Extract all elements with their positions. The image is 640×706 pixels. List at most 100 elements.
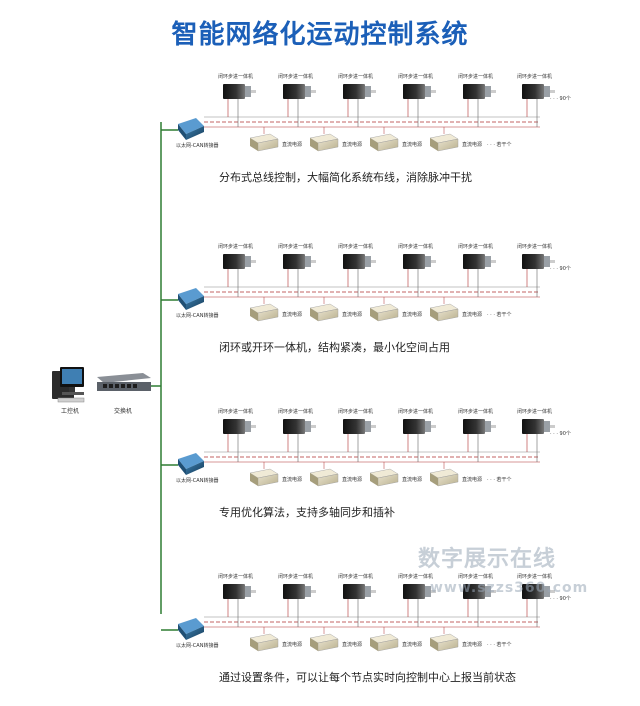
- node-row: 以太网-CAN转接器 闭环步进一体机 闭环步进一体机 闭环步进一体机 闭环步进一体机 闭环…: [161, 408, 571, 487]
- motor-label: 闭环步进一体机: [458, 73, 493, 80]
- dc-power-supply-icon: [249, 627, 279, 652]
- psu-label: 直流电源: [282, 641, 302, 648]
- psu-label: 直流电源: [342, 311, 362, 318]
- psu-label: 直流电源: [402, 311, 422, 318]
- motor-label: 闭环步进一体机: [278, 408, 313, 415]
- motor-label: 闭环步进一体机: [398, 243, 433, 250]
- gateway-label: 以太网-CAN转接器: [176, 642, 218, 649]
- row-caption: 专用优化算法，支持多轴同步和插补: [219, 506, 395, 519]
- motor-label: 闭环步进一体机: [517, 243, 552, 250]
- dc-power-supply-icon: [369, 127, 399, 152]
- motor-label: 闭环步进一体机: [458, 408, 493, 415]
- motor-label: 闭环步进一体机: [218, 408, 253, 415]
- motor-label: 闭环步进一体机: [218, 73, 253, 80]
- stepper-motor-icon: [283, 254, 316, 297]
- dc-power-supply-icon: [369, 297, 399, 322]
- network-switch-icon: [97, 373, 151, 391]
- gateway-label: 以太网-CAN转接器: [176, 477, 218, 484]
- motor-label: 闭环步进一体机: [398, 408, 433, 415]
- psu-count-label: · · · 若干个: [487, 311, 512, 318]
- motor-count-label: · · · 90个: [550, 431, 571, 437]
- motor-count-label: · · · 90个: [550, 266, 571, 272]
- psu-label: 直流电源: [462, 141, 482, 148]
- motor-count-label: · · · 90个: [550, 596, 571, 602]
- ethernet-can-gateway-icon: [178, 618, 204, 640]
- dc-power-supply-icon: [309, 297, 339, 322]
- switch-label: 交换机: [114, 407, 132, 415]
- row-caption: 分布式总线控制，大幅简化系统布线，消除脉冲干扰: [219, 171, 472, 184]
- industrial-pc-icon: [52, 367, 85, 403]
- stepper-motor-icon: [463, 584, 496, 627]
- dc-power-supply-icon: [429, 627, 459, 652]
- motor-count-label: · · · 90个: [550, 96, 571, 102]
- stepper-motor-icon: [403, 584, 436, 627]
- stepper-motor-icon: [223, 254, 256, 297]
- stepper-motor-icon: [463, 419, 496, 462]
- motor-label: 闭环步进一体机: [278, 243, 313, 250]
- psu-label: 直流电源: [462, 311, 482, 318]
- dc-power-supply-icon: [429, 127, 459, 152]
- psu-count-label: · · · 若干个: [487, 641, 512, 648]
- stepper-motor-icon: [522, 419, 555, 462]
- row-caption: 闭环或开环一体机，结构紧凑，最小化空间占用: [219, 341, 450, 354]
- stepper-motor-icon: [343, 254, 376, 297]
- psu-label: 直流电源: [402, 476, 422, 483]
- motor-label: 闭环步进一体机: [398, 73, 433, 80]
- psu-count-label: · · · 若干个: [487, 476, 512, 483]
- psu-label: 直流电源: [342, 476, 362, 483]
- node-row: 以太网-CAN转接器闭环步进一体机闭环步进一体机闭环步进一体机闭环步进一体机闭环…: [161, 243, 571, 322]
- watermark-url: www.szzs360.com: [430, 580, 589, 596]
- ethernet-can-gateway-icon: [178, 118, 204, 140]
- motor-label: 闭环步进一体机: [278, 573, 313, 580]
- motor-label: 闭环步进一体机: [517, 573, 552, 580]
- stepper-motor-icon: [343, 584, 376, 627]
- motor-label: 闭环步进一体机: [338, 73, 373, 80]
- motor-label: 闭环步进一体机: [517, 408, 552, 415]
- stepper-motor-icon: [403, 254, 436, 297]
- psu-label: 直流电源: [342, 141, 362, 148]
- motor-label: 闭环步进一体机: [398, 573, 433, 580]
- node-row: 以太网-CAN转接器 闭环步进一体机 闭环步进一体机 闭环步进一体机 闭环步进一体机 闭环…: [161, 73, 571, 152]
- motor-label: 闭环步进一体机: [338, 243, 373, 250]
- row-caption: 通过设置条件，可以让每个节点实时向控制中心上报当前状态: [219, 671, 516, 684]
- stepper-motor-icon: [283, 84, 316, 127]
- psu-count-label: · · · 若干个: [487, 141, 512, 148]
- dc-power-supply-icon: [249, 127, 279, 152]
- node-row: 以太网-CAN转接器 闭环步进一体机 闭环步进一体机 闭环步进一体机 闭环步进一体机 闭环…: [161, 573, 571, 652]
- dc-power-supply-icon: [429, 462, 459, 487]
- ethernet-can-gateway-icon: [178, 453, 204, 475]
- motor-label: 闭环步进一体机: [218, 573, 253, 580]
- dc-power-supply-icon: [309, 627, 339, 652]
- motor-label: 闭环步进一体机: [338, 573, 373, 580]
- psu-label: 直流电源: [402, 641, 422, 648]
- stepper-motor-icon: [223, 584, 256, 627]
- dc-power-supply-icon: [309, 127, 339, 152]
- dc-power-supply-icon: [309, 462, 339, 487]
- gateway-label: 以太网-CAN转接器: [176, 312, 218, 319]
- stepper-motor-icon: [522, 584, 555, 627]
- dc-power-supply-icon: [249, 297, 279, 322]
- motor-label: 闭环步进一体机: [278, 73, 313, 80]
- motor-label: 闭环步进一体机: [517, 73, 552, 80]
- psu-label: 直流电源: [282, 311, 302, 318]
- pc-label: 工控机: [61, 407, 79, 415]
- stepper-motor-icon: [403, 419, 436, 462]
- psu-label: 直流电源: [282, 476, 302, 483]
- stepper-motor-icon: [283, 419, 316, 462]
- stepper-motor-icon: [463, 254, 496, 297]
- gateway-label: 以太网-CAN转接器: [176, 142, 218, 149]
- dc-power-supply-icon: [369, 462, 399, 487]
- stepper-motor-icon: [463, 84, 496, 127]
- diagram-title: 智能网络化运动控制系统: [171, 20, 469, 50]
- stepper-motor-icon: [522, 84, 555, 127]
- psu-label: 直流电源: [462, 641, 482, 648]
- motor-label: 闭环步进一体机: [458, 573, 493, 580]
- stepper-motor-icon: [343, 84, 376, 127]
- psu-label: 直流电源: [342, 641, 362, 648]
- motor-label: 闭环步进一体机: [338, 408, 373, 415]
- psu-label: 直流电源: [462, 476, 482, 483]
- dc-power-supply-icon: [429, 297, 459, 322]
- stepper-motor-icon: [343, 419, 376, 462]
